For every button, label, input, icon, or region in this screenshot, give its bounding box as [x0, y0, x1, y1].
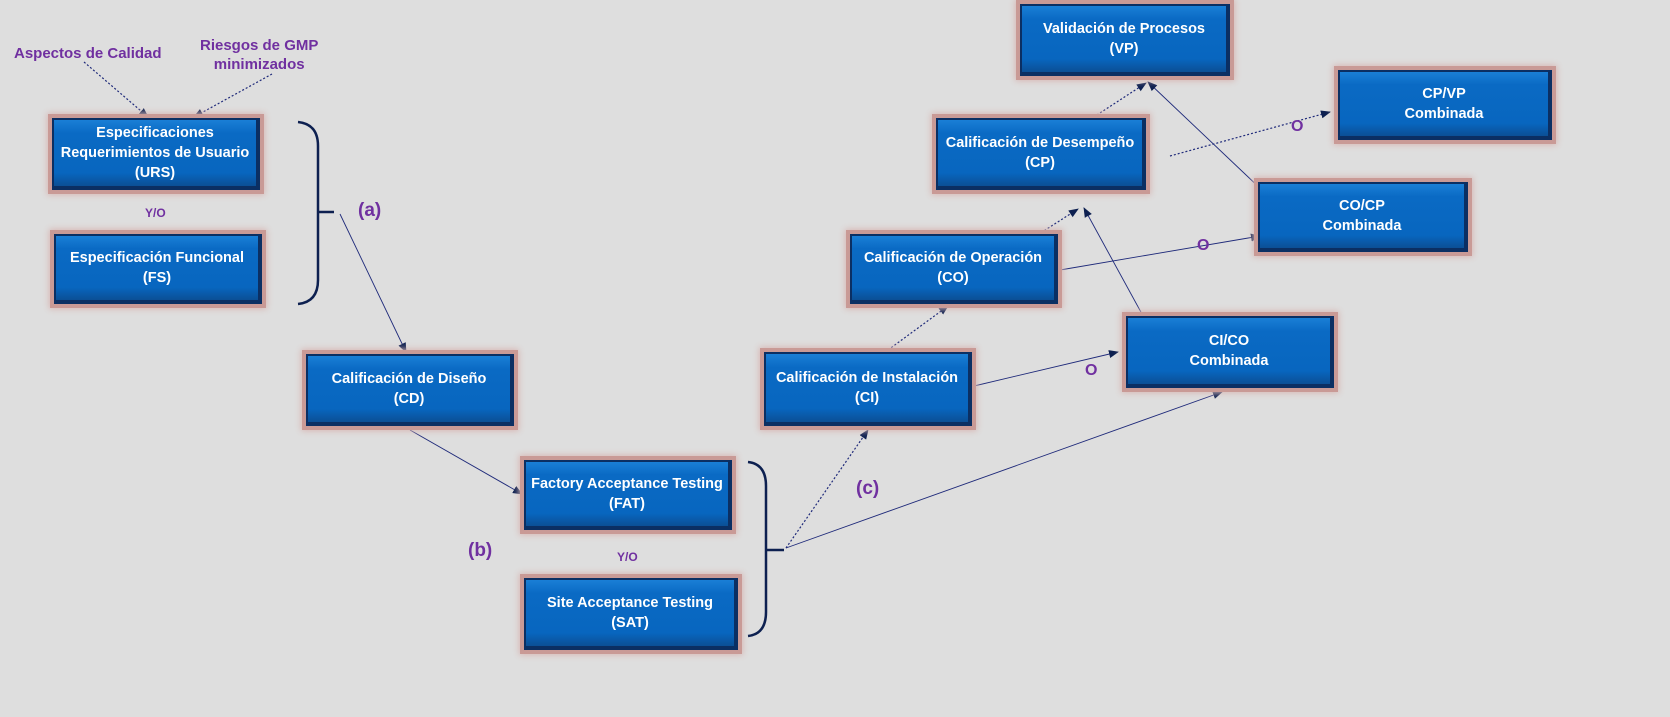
group-a-label: (a)	[358, 200, 382, 221]
arrow-c-to-ci-co	[785, 391, 1223, 549]
fat-line1: Factory Acceptance Testing	[531, 476, 723, 492]
co-cp-line2: Combinada	[1322, 218, 1402, 234]
gmp-risks-line2: minimizados	[213, 56, 305, 73]
urs-line3: (URS)	[134, 165, 176, 181]
cd-line2: (CD)	[393, 391, 425, 407]
urs-box: Especificaciones Requerimientos de Usuar…	[52, 118, 260, 190]
arrow-co-to-co-cp	[1059, 233, 1261, 271]
fs-line1: Especificación Funcional	[69, 250, 245, 266]
cp-line1: Calificación de Desempeño	[945, 135, 1135, 151]
vp-box: Validación de Procesos (VP)	[1020, 4, 1230, 76]
fat-line2: (FAT)	[609, 496, 645, 512]
arrow-ci-co-to-cp	[1083, 207, 1155, 337]
ci-co-line1: CI/CO	[1208, 333, 1250, 349]
ci-line1: Calificación de Instalación	[775, 370, 959, 386]
gmp-risks-line1: Riesgos de GMP	[200, 37, 319, 54]
vp-line1: Validación de Procesos	[1043, 21, 1205, 37]
co-box: Calificación de Operación (CO)	[850, 234, 1058, 304]
fat-box: Factory Acceptance Testing (FAT)	[524, 460, 732, 530]
arrow-quality-to-urs	[83, 61, 149, 118]
quality-aspects-label: Aspectos de Calidad	[14, 45, 162, 62]
sat-line1: Site Acceptance Testing	[547, 595, 713, 611]
cp-box: Calificación de Desempeño (CP)	[936, 118, 1146, 190]
cp-vp-box: CP/VP Combinada	[1338, 70, 1552, 140]
gmp-risks-label: Riesgos de GMP minimizados	[200, 36, 318, 74]
urs-line2: Requerimientos de Usuario	[60, 145, 250, 161]
or-label-ci-co: O	[1085, 362, 1098, 379]
ci-co-line2: Combinada	[1189, 353, 1269, 369]
co-line1: Calificación de Operación	[863, 250, 1043, 266]
brace-a	[297, 120, 334, 306]
fs-line2: (FS)	[142, 270, 172, 286]
or-label-co-cp: O	[1197, 237, 1210, 254]
cd-line1: Calificación de Diseño	[331, 371, 487, 387]
co-cp-box: CO/CP Combinada	[1258, 182, 1468, 252]
ci-box: Calificación de Instalación (CI)	[764, 352, 972, 426]
arrow-cp-to-cp-vp	[1169, 110, 1331, 157]
arrow-cd-to-fat	[409, 429, 523, 495]
ci-line2: (CI)	[854, 390, 880, 406]
arrow-ci-to-co	[887, 305, 949, 351]
cp-vp-line1: CP/VP	[1422, 86, 1466, 102]
group-b-label: (b)	[468, 540, 493, 561]
sat-box: Site Acceptance Testing (SAT)	[524, 578, 738, 650]
cp-vp-line2: Combinada	[1404, 106, 1484, 122]
and-or-label-1: Y/O	[145, 206, 166, 220]
ci-co-box: CI/CO Combinada	[1126, 316, 1334, 388]
arrow-a-to-cd	[339, 213, 407, 353]
or-label-cp-vp: O	[1291, 118, 1304, 135]
cd-box: Calificación de Diseño (CD)	[306, 354, 514, 426]
group-c-label: (c)	[856, 478, 880, 499]
co-cp-line1: CO/CP	[1339, 198, 1385, 214]
vp-line2: (VP)	[1109, 41, 1139, 57]
arrow-ci-to-ci-co	[973, 350, 1119, 387]
co-line2: (CO)	[937, 270, 969, 286]
and-or-label-2: Y/O	[617, 550, 638, 564]
arrow-gmp-to-urs	[193, 73, 273, 118]
sat-line2: (SAT)	[611, 615, 649, 631]
fs-box: Especificación Funcional (FS)	[54, 234, 262, 304]
urs-line1: Especificaciones	[96, 125, 214, 141]
arrow-co-cp-to-vp	[1147, 81, 1265, 193]
brace-b	[747, 460, 784, 638]
cp-line2: (CP)	[1025, 155, 1055, 171]
